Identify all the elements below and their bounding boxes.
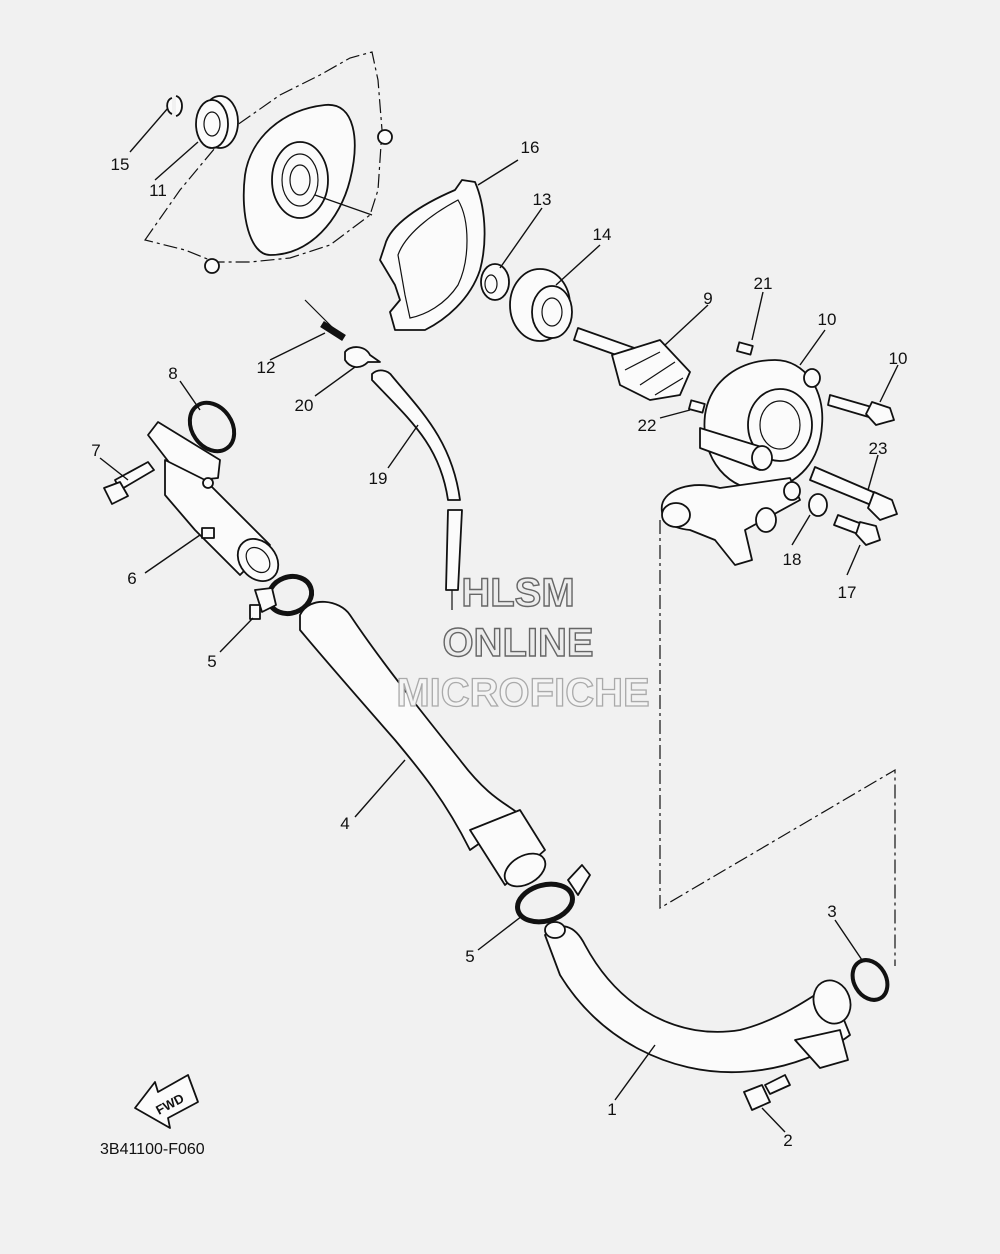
clamp-21 — [344, 346, 381, 368]
hose-clamp-5-upper — [249, 573, 315, 620]
callout-17: 16 — [521, 138, 540, 157]
bolt-7 — [103, 461, 155, 505]
bolt-23 — [809, 466, 898, 521]
hose-20 — [371, 369, 461, 501]
callout-3: 3 — [827, 902, 836, 921]
callout-4: 4 — [340, 814, 349, 833]
callout-22a: 21 — [754, 274, 773, 293]
watermark: HLSM ONLINE MICROFICHE — [396, 570, 651, 715]
watermark-line-1: HLSM — [461, 571, 574, 615]
callout-11: 10 — [889, 349, 908, 368]
callout-1: 1 — [607, 1100, 616, 1119]
bolt-2 — [743, 1074, 791, 1111]
callout-20: 19 — [369, 469, 388, 488]
callout-15: 14 — [593, 225, 612, 244]
callout-18: 17 — [838, 583, 857, 602]
callout-labels: 15 11 16 13 14 9 21 10 10 23 12 20 19 22… — [91, 138, 907, 1150]
pipe-1 — [544, 921, 852, 1073]
diagram-code: 3B41100-F060 — [100, 1141, 205, 1158]
callout-12: 11 — [149, 181, 167, 200]
callout-5-upper: 5 — [207, 652, 216, 671]
callout-9: 9 — [703, 289, 712, 308]
callout-21: 20 — [295, 396, 314, 415]
pin-13 — [304, 299, 346, 341]
dowel-pin-22b — [688, 399, 706, 414]
outlet-pipe-6 — [147, 421, 280, 582]
circlip-16 — [166, 95, 183, 117]
callout-19: 18 — [783, 550, 802, 569]
oil-seal-14 — [480, 263, 510, 301]
callout-10: 10 — [818, 310, 837, 329]
callout-23: 23 — [869, 439, 888, 458]
washer-19 — [808, 493, 828, 517]
callout-2: 2 — [783, 1131, 792, 1150]
watermark-line-2: ONLINE — [442, 621, 593, 665]
hose-clamp-5-lower — [515, 864, 591, 925]
callout-6: 6 — [127, 569, 136, 588]
pump-housing-10 — [660, 359, 824, 566]
callout-16: 15 — [111, 155, 130, 174]
callout-14: 13 — [533, 190, 552, 209]
o-ring-3 — [850, 958, 890, 1002]
crankcase-cover — [144, 51, 393, 274]
bolt-11 — [827, 394, 895, 426]
leader-lines — [99, 107, 899, 1133]
mechanical-seal-15 — [509, 268, 573, 342]
impeller-shaft-9 — [573, 327, 691, 401]
hose-4 — [299, 600, 547, 888]
callout-13: 12 — [257, 358, 276, 377]
callout-5-lower: 5 — [465, 947, 474, 966]
watermark-line-3: MICROFICHE — [396, 671, 649, 715]
bearing-12 — [195, 95, 239, 149]
fwd-arrow-icon: FWD — [134, 1074, 199, 1129]
gasket-17 — [379, 179, 486, 331]
bolt-18 — [833, 514, 881, 546]
dowel-pin-22a — [736, 341, 754, 356]
callout-7: 7 — [91, 441, 100, 460]
reference-lines — [659, 520, 896, 966]
callout-22b: 22 — [638, 416, 657, 435]
callout-8: 8 — [168, 364, 177, 383]
